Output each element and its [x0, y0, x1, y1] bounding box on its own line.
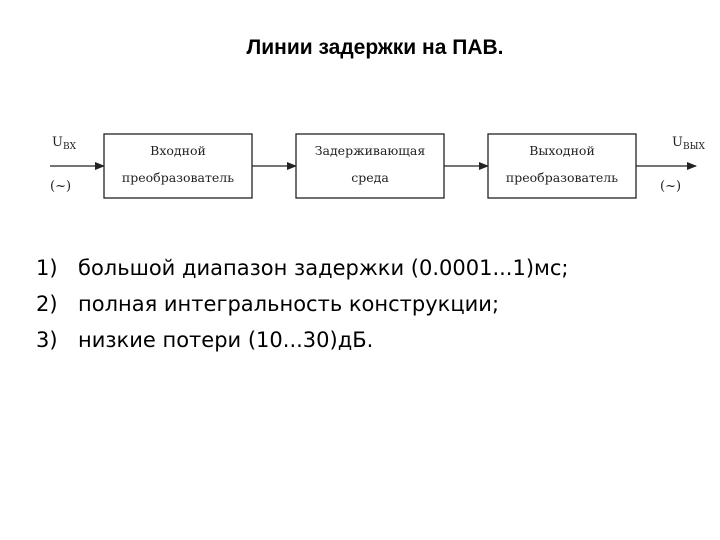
list-item-number: 2) [36, 292, 58, 316]
list-item-text: полная интегральность конструкции; [78, 292, 500, 316]
output-transducer-line1: Выходной [529, 143, 595, 158]
slide-title: Линии задержки на ПАВ. [246, 36, 504, 59]
output-signal-note: (~) [660, 179, 681, 194]
advantages-list: 1) большой диапазон задержки (0.0001...1… [36, 250, 569, 358]
list-item-text: большой диапазон задержки (0.0001...1)мс… [78, 256, 569, 280]
list-item: 1) большой диапазон задержки (0.0001...1… [36, 250, 569, 286]
output-transducer-line2: преобразователь [506, 170, 618, 185]
input-transducer-line2: преобразователь [122, 170, 234, 185]
input-transducer-block [103, 133, 253, 199]
delay-medium-line2: среда [351, 170, 389, 185]
list-item: 2) полная интегральность конструкции; [36, 286, 569, 322]
block-diagram: UВХ (~) Входной преобразователь Задержив… [50, 133, 705, 199]
list-item-text: низкие потери (10...30)дБ. [78, 328, 374, 352]
output-transducer-block [487, 133, 637, 199]
delay-medium-block [295, 133, 445, 199]
delay-medium-line1: Задерживающая [315, 143, 426, 158]
input-signal-label: UВХ [52, 135, 77, 152]
output-signal-label: UВЫХ [672, 135, 705, 152]
input-signal-note: (~) [50, 179, 71, 194]
list-item-number: 1) [36, 256, 58, 280]
input-transducer-line1: Входной [150, 143, 206, 158]
list-item-number: 3) [36, 328, 58, 352]
list-item: 3) низкие потери (10...30)дБ. [36, 322, 569, 358]
